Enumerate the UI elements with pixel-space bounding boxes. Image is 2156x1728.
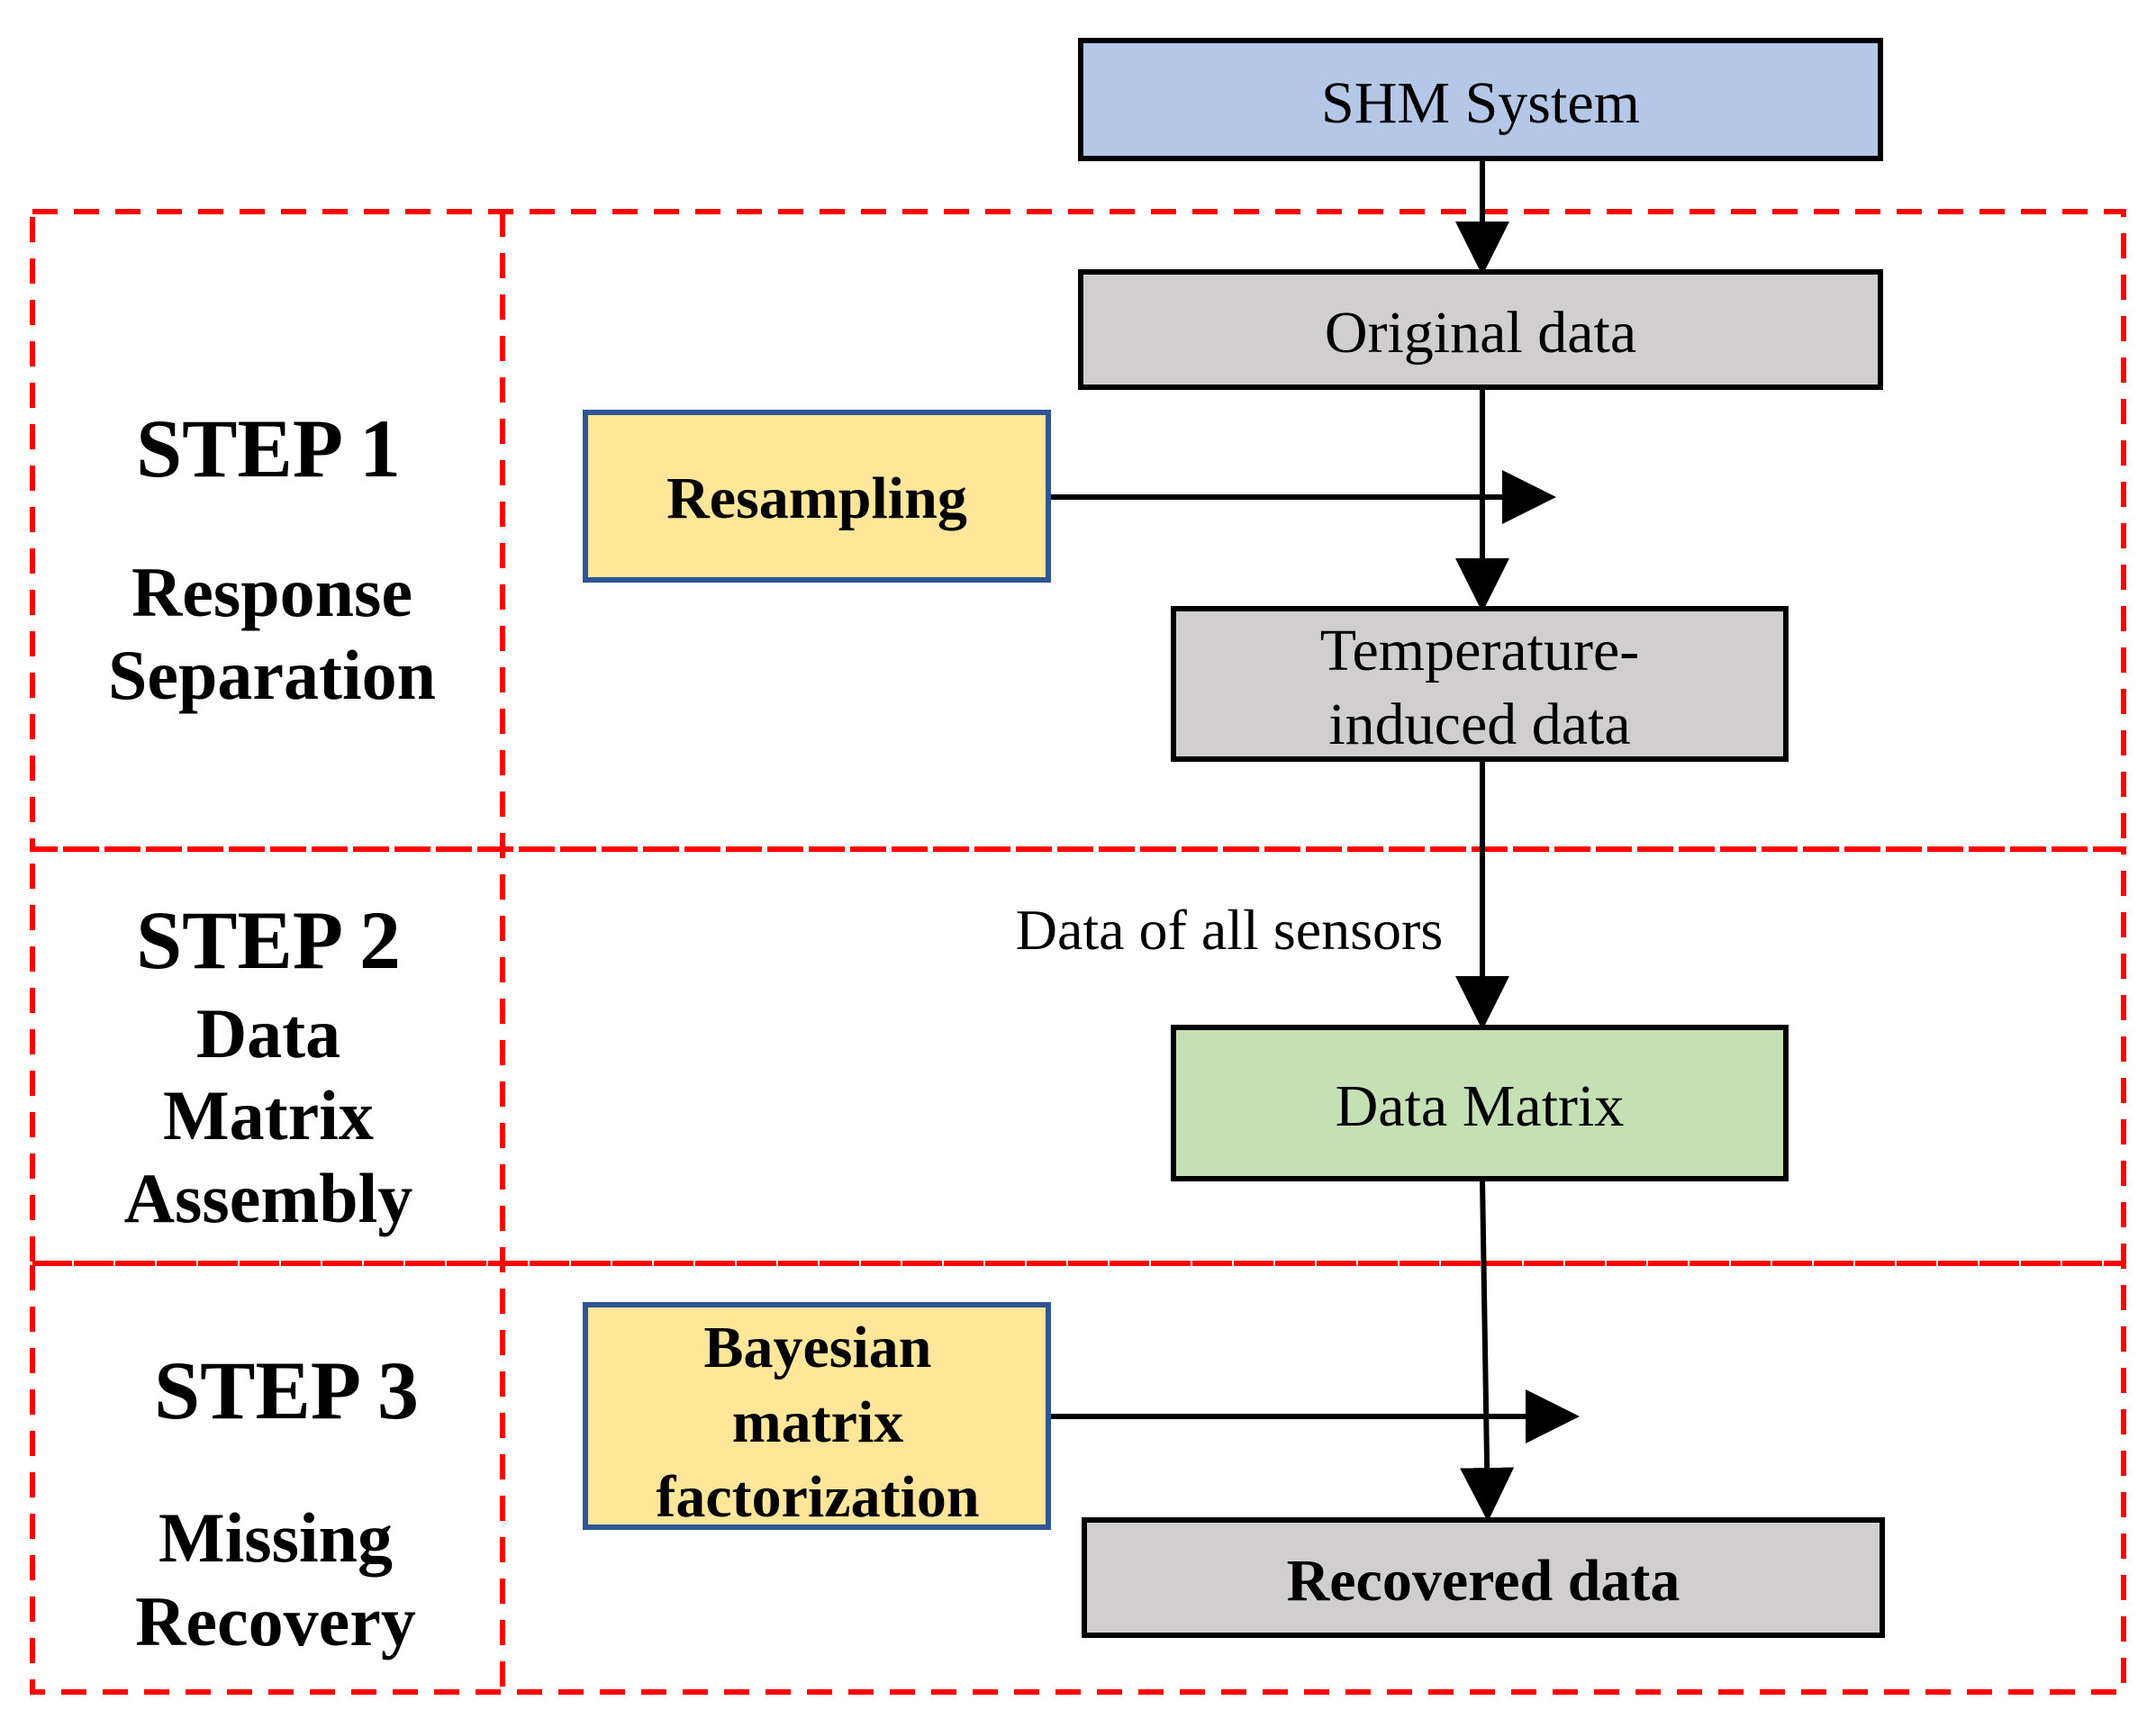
node-resampling: Resampling — [583, 410, 1051, 583]
step-1-labels: STEP 1 Response Separation — [108, 403, 436, 714]
original-data-box — [1078, 269, 1883, 390]
resampling-label: Resampling — [666, 466, 967, 531]
step-2-label-line-2: Matrix — [163, 1076, 374, 1154]
temperature-induced-label-line-1: Temperature- — [1320, 618, 1640, 683]
step-frames — [30, 209, 2126, 1695]
node-recovered-data: Recovered data — [1082, 1517, 1885, 1638]
connectors — [1048, 158, 1580, 1522]
step-2-labels: STEP 2 Data Matrix Assembly — [124, 894, 413, 1237]
arrow-matrix-to-recovered — [1460, 1179, 1515, 1522]
bayesian-label-line-1: Bayesian — [703, 1315, 931, 1380]
step-1-label-line-1: Response — [131, 553, 412, 631]
step-2-title: STEP 2 — [136, 894, 401, 986]
shm-system-label: SHM System — [1321, 70, 1640, 136]
resampling-box — [583, 410, 1051, 583]
bayesian-matrix-factorization-box — [583, 1302, 1051, 1530]
step-3-title: STEP 3 — [154, 1344, 419, 1436]
recovered-data-label: Recovered data — [1287, 1548, 1680, 1614]
data-matrix-box — [1171, 1025, 1789, 1181]
node-temperature-induced-data: Temperature- induced data — [1171, 606, 1789, 762]
bayesian-label-line-2: matrix — [732, 1389, 904, 1455]
step-2-label-line-1: Data — [196, 994, 340, 1072]
step-3-label-line-1: Missing — [159, 1498, 393, 1577]
node-bayesian-matrix-factorization: Bayesian matrix factorization — [583, 1302, 1051, 1530]
node-data-matrix: Data Matrix — [1171, 1025, 1789, 1181]
step-1-label-line-2: Separation — [108, 636, 436, 714]
node-original-data: Original data — [1078, 269, 1883, 390]
step-2-frame — [30, 846, 2126, 1266]
step-1-title: STEP 1 — [136, 403, 401, 494]
step-3-labels: STEP 3 Missing Recovery — [135, 1344, 419, 1660]
data-matrix-label: Data Matrix — [1336, 1073, 1625, 1139]
temperature-induced-label-line-2: induced data — [1328, 692, 1630, 757]
step-3-frame — [30, 1261, 2126, 1695]
recovered-data-box — [1082, 1517, 1885, 1638]
data-of-all-sensors-label: Data of all sensors — [1016, 898, 1444, 962]
bayesian-label-line-3: factorization — [656, 1464, 979, 1530]
step-2-label-line-3: Assembly — [124, 1159, 413, 1237]
temperature-induced-data-box — [1171, 606, 1789, 762]
node-shm-system: SHM System — [1078, 38, 1883, 161]
step-3-label-line-2: Recovery — [135, 1582, 416, 1660]
original-data-label: Original data — [1325, 300, 1636, 366]
shm-system-box — [1078, 38, 1883, 161]
